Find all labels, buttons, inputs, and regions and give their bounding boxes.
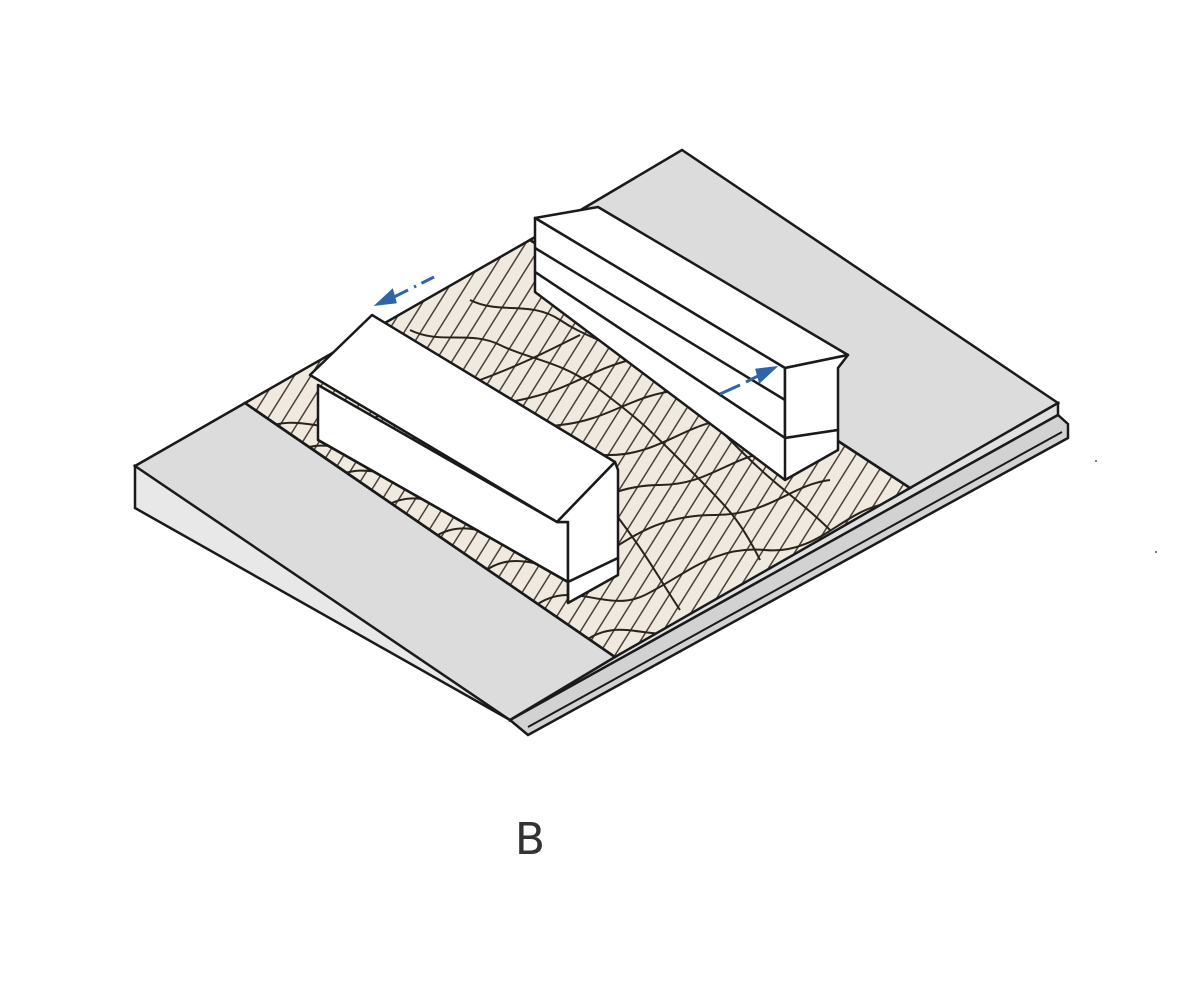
gable-building-back (533, 205, 850, 482)
slab-lip-edge (527, 431, 1063, 728)
arrow-right-icon (719, 365, 779, 396)
speck (1095, 460, 1097, 462)
wave-contour (409, 329, 761, 561)
arrow-left-icon (373, 275, 435, 307)
building-back-end-wall (783, 353, 850, 440)
speck (1155, 551, 1157, 553)
building-back-eave (534, 246, 786, 402)
slab-bottom-lip (507, 413, 1070, 737)
building-front-eave (317, 438, 569, 584)
ground-edge-left (244, 401, 616, 659)
gable-building-front (308, 313, 620, 605)
wave-contour (529, 504, 881, 611)
figure-caption: B (514, 814, 546, 865)
